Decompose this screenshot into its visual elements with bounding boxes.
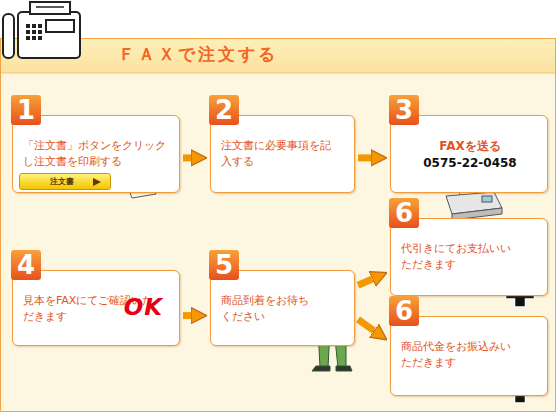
step-number-badge: 3 bbox=[389, 95, 419, 125]
fax-key bbox=[38, 36, 42, 40]
drawing-part bbox=[446, 192, 502, 214]
drawing-part bbox=[482, 196, 492, 202]
button-triangle bbox=[92, 177, 102, 187]
fax-key bbox=[32, 24, 36, 28]
header-band bbox=[1, 39, 555, 73]
step-number-badge: 6 bbox=[389, 296, 419, 326]
step-number: 5 bbox=[215, 250, 233, 280]
step-number-badge: 2 bbox=[209, 95, 239, 125]
drawing-part bbox=[36, 6, 64, 8]
step-number: 1 bbox=[17, 95, 35, 125]
drawing-part bbox=[26, 24, 42, 40]
step-text: 代引きにてお支払いいただきます bbox=[401, 241, 519, 273]
step-text: 商品代金をお振込みいただきます bbox=[401, 339, 519, 371]
fax-key bbox=[32, 36, 36, 40]
fax-key bbox=[26, 36, 30, 40]
step-text: 注文書に必要事項を記入する bbox=[221, 138, 339, 170]
step-box: 6代引きにてお支払いいただきます bbox=[390, 218, 548, 296]
step-number: 6 bbox=[395, 296, 413, 326]
step-box: 3FAXを送る0575-22-0458 bbox=[390, 115, 548, 193]
drawing-part bbox=[46, 20, 74, 32]
fax-icon bbox=[3, 2, 80, 58]
drawing-part bbox=[30, 2, 70, 14]
step-number: 2 bbox=[215, 95, 233, 125]
step-box: 1「注文書」ボタンをクリックし注文書を印刷する注文書 bbox=[12, 115, 180, 193]
drawing-part bbox=[312, 366, 352, 371]
fax-key bbox=[38, 24, 42, 28]
step-number: 3 bbox=[395, 95, 413, 125]
flow-arrow bbox=[183, 312, 191, 319]
step-box: 6商品代金をお振込みいただきます bbox=[390, 316, 548, 396]
step-number-badge: 6 bbox=[389, 198, 419, 228]
print-button: 注文書 bbox=[19, 173, 111, 190]
flow-arrow bbox=[358, 154, 371, 161]
step-number: 4 bbox=[17, 250, 35, 280]
drawing-part bbox=[18, 12, 80, 58]
drawing-part bbox=[3, 14, 14, 58]
step-box: 4見本をFAXにてご確認いただきますOK bbox=[12, 270, 180, 346]
step-number-badge: 4 bbox=[11, 250, 41, 280]
flow-arrow bbox=[183, 154, 191, 161]
fax-key bbox=[32, 30, 36, 34]
fax-key bbox=[26, 24, 30, 28]
fax-key bbox=[38, 30, 42, 34]
step-heading: FAXを送る bbox=[401, 138, 539, 155]
title-text: ＦＡＸで注文する bbox=[118, 44, 278, 64]
step-number-badge: 5 bbox=[209, 250, 239, 280]
header-rule bbox=[1, 73, 555, 74]
panel bbox=[1, 39, 556, 412]
step-text: 商品到着をお待ちください bbox=[221, 293, 309, 325]
phone-number: 0575-22-0458 bbox=[401, 155, 539, 172]
button-label: 注文書 bbox=[20, 174, 110, 189]
step-number-badge: 1 bbox=[11, 95, 41, 125]
step-number: 6 bbox=[395, 198, 413, 228]
fax-key bbox=[26, 30, 30, 34]
flow-arrow bbox=[358, 279, 372, 285]
ok-stamp: OK bbox=[124, 294, 163, 320]
step-box: 5商品到着をお待ちください bbox=[210, 270, 355, 346]
step-box: 2注文書に必要事項を記入する bbox=[210, 115, 355, 193]
triangle bbox=[93, 178, 101, 186]
flow-arrow bbox=[358, 319, 374, 330]
step-text: 「注文書」ボタンをクリックし注文書を印刷する bbox=[23, 138, 171, 170]
title-box: ＦＡＸで注文する bbox=[118, 43, 278, 66]
